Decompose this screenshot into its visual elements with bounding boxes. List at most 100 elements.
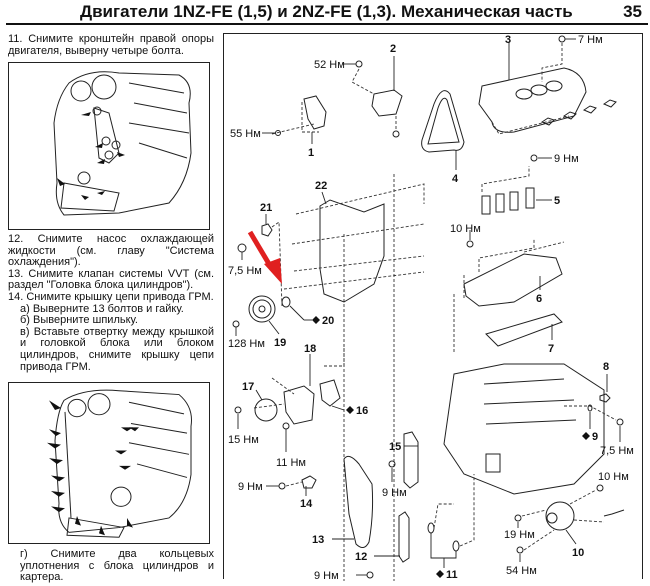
arrow-icon (49, 400, 61, 410)
figure-engine-mount-bolts (8, 62, 210, 230)
step-11: 11. Снимите кронштейн правой опоры двига… (8, 33, 214, 57)
arrow-icon (119, 465, 131, 470)
torque-54: 54 Нм (506, 565, 537, 577)
part-number-15: 15 (389, 441, 401, 453)
part-20-seal (281, 296, 291, 308)
part-number-5: 5 (554, 195, 560, 207)
part-14-tensioner (301, 475, 317, 489)
arrow-icon (95, 143, 103, 148)
part-7-head-cover-gasket (485, 313, 563, 347)
part-1-bracket (303, 95, 327, 130)
torque-9a: 9 Нм (554, 153, 579, 165)
torque-55: 55 Нм (230, 128, 261, 140)
torque-19: 19 Нм (504, 529, 535, 541)
arrow-icon (97, 191, 105, 195)
part-number-1: 1 (308, 147, 314, 159)
part-11-o-ring (452, 540, 460, 552)
part-number-12: 12 (355, 551, 367, 563)
part-6-cylinder-head-cover (463, 253, 563, 307)
part-13-timing-chain (343, 455, 374, 548)
arrow-icon (47, 442, 61, 449)
part-11-o-ring (427, 522, 435, 534)
arrow-icon (117, 152, 125, 157)
arrow-icons (47, 400, 139, 536)
step-14d: г) Снимите два кольцевых уплотнения с бл… (20, 548, 214, 584)
part-22-timing-cover (319, 199, 385, 303)
torque-11: 11 Нм (276, 457, 306, 469)
arrow-icon (97, 159, 105, 164)
part-number-18: 18 (304, 343, 316, 355)
part-number-20: 20 (322, 315, 334, 327)
page-header: Двигатели 1NZ-FE (1,5) и 2NZ-FE (1,3). М… (0, 0, 650, 25)
step-13: 13. Снимите клапан системы VVT (см. разд… (8, 267, 214, 292)
diamond-icon (346, 406, 354, 414)
diamond-icon (582, 432, 590, 440)
torque-9d: 9 Нм (314, 570, 339, 581)
step-11-text: 11. Снимите кронштейн правой опоры двига… (8, 33, 214, 57)
torque-15: 15 Нм (228, 434, 259, 446)
red-arrow-indicator (247, 230, 282, 284)
step-14d-text: г) Снимите два кольцевых уплотнения с бл… (8, 548, 214, 584)
torque-52: 52 Нм (314, 59, 345, 71)
part-number-17: 17 (242, 381, 254, 393)
header-rule (6, 23, 648, 25)
diamond-icon (312, 316, 320, 324)
torque-7-5b: 7,5 Нм (600, 445, 634, 457)
torque-7: 7 Нм (578, 34, 603, 46)
part-12-chain-guide (398, 511, 410, 563)
part-number-8: 8 (603, 361, 609, 373)
torque-9b: 9 Нм (238, 481, 263, 493)
step-14: 14. Снимите крышку цепи привода ГРМ. (8, 290, 214, 303)
arrow-icon (129, 427, 139, 432)
part-10-alternator (545, 501, 575, 531)
part-5-ignition-coils (481, 187, 535, 215)
arrow-icon (75, 516, 81, 526)
arrow-icon (51, 475, 65, 482)
part-number-3: 3 (505, 34, 511, 46)
arrow-icon (121, 427, 133, 432)
timing-cover-illustration (47, 389, 192, 538)
part-number-9: 9 (592, 431, 598, 443)
part-number-6: 6 (536, 293, 542, 305)
step-14a: а) Выверните 13 болтов и гайку. (20, 302, 184, 315)
part-4-belt (421, 90, 465, 153)
page-number: 35 (623, 2, 642, 21)
arrow-icon (49, 458, 63, 464)
torque-10b: 10 Нм (598, 471, 629, 483)
arrow-icon (99, 525, 105, 536)
part-16-gasket (319, 379, 341, 407)
part-21 (261, 223, 273, 237)
torque-9c: 9 Нм (382, 487, 407, 499)
part-number-21: 21 (260, 202, 272, 214)
part-number-2: 2 (390, 43, 396, 55)
part-number-14: 14 (300, 498, 313, 510)
part-number-7: 7 (548, 343, 554, 355)
step-14b: б) Выверните шпильку. (20, 314, 138, 327)
part-number-10: 10 (572, 547, 584, 559)
part-15-slipper (403, 431, 419, 489)
figure-timing-cover-bolts (8, 382, 210, 544)
step-14c: в) Вставьте отвертку между крышкой и гол… (20, 325, 214, 373)
arrow-icon (115, 450, 127, 455)
exploded-diagram: 1 55 Нм 2 52 Нм 4 3 7 Нм (223, 33, 643, 582)
cylinder-block (443, 363, 605, 495)
torque-7-5a: 7,5 Нм (228, 265, 262, 277)
part-number-22: 22 (315, 180, 327, 192)
steps-12-14-text: 12. Снимите насос охлаждающей жидкости (… (8, 233, 214, 373)
part-3-engine-cover (478, 67, 587, 133)
arrow-icon (49, 429, 61, 437)
exploded-diagram-svg: 1 55 Нм 2 52 Нм 4 3 7 Нм (228, 34, 634, 582)
torque-128: 128 Нм (228, 338, 265, 350)
part-8-sensor (599, 393, 611, 403)
part-number-16: 16 (356, 405, 368, 417)
part-2-mount (371, 89, 403, 117)
diamond-icon (436, 570, 444, 578)
part-number-11: 11 (446, 569, 458, 581)
part-number-19: 19 (274, 337, 286, 349)
arrow-icon (81, 195, 89, 200)
step-12: 12. Снимите насос охлаждающей жидкости (… (8, 233, 214, 269)
torque-10a: 10 Нм (450, 223, 481, 235)
engine-mount-illustration (53, 71, 192, 216)
part-17-rotor (254, 398, 278, 422)
part-number-4: 4 (452, 173, 459, 185)
